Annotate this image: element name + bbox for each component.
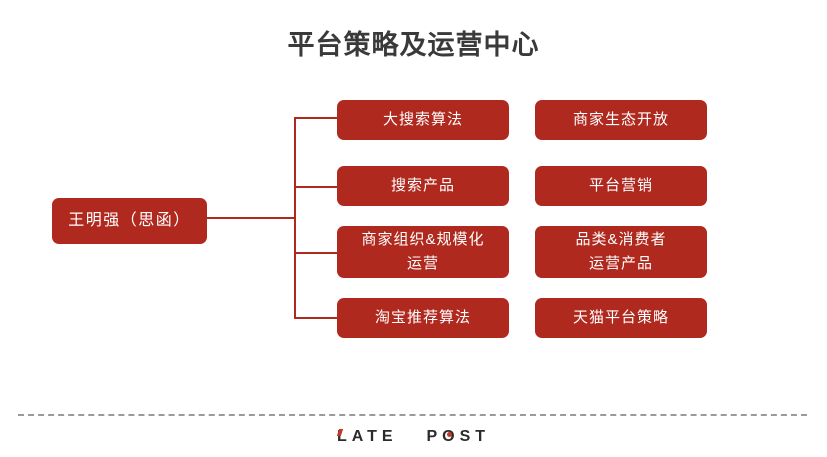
- org-node-a2-label: 搜索产品: [390, 177, 455, 194]
- footer-logo-late: LATE: [336, 428, 398, 446]
- connector-spine: [294, 117, 296, 318]
- org-node-a1-label: 大搜索算法: [382, 111, 463, 128]
- footer-logo-post-text: POST: [426, 428, 491, 445]
- org-node-a4[interactable]: 淘宝推荐算法: [337, 298, 509, 338]
- org-node-b4[interactable]: 天猫平台策略: [535, 298, 707, 338]
- org-node-a2[interactable]: 搜索产品: [337, 166, 509, 206]
- org-node-a3[interactable]: 商家组织&规模化 运营: [337, 226, 509, 278]
- footer-logo-post: POST: [426, 428, 490, 446]
- org-node-a1[interactable]: 大搜索算法: [337, 100, 509, 140]
- org-node-b1[interactable]: 商家生态开放: [535, 100, 707, 140]
- connector-root-stem: [207, 217, 295, 219]
- org-node-b1-label: 商家生态开放: [572, 111, 669, 128]
- footer-divider: [18, 414, 807, 416]
- page-title: 平台策略及运营中心: [287, 30, 540, 60]
- connector-branch-2: [294, 186, 338, 188]
- connector-branch-3: [294, 252, 338, 254]
- org-node-b3[interactable]: 品类&消费者 运营产品: [535, 226, 707, 278]
- connector-branch-4: [294, 317, 338, 319]
- connector-branch-1: [294, 117, 338, 119]
- logo-accent-dot-icon: [447, 432, 453, 437]
- org-node-root-label: 王明强（思函）: [68, 212, 191, 229]
- footer-logo-late-text: LATE: [336, 428, 398, 445]
- org-node-b2[interactable]: 平台营销: [535, 166, 707, 206]
- org-node-a3-label: 商家组织&规模化 运营: [361, 231, 485, 272]
- org-node-root[interactable]: 王明强（思函）: [52, 198, 207, 244]
- org-node-b3-label: 品类&消费者 运营产品: [575, 231, 667, 272]
- org-node-b4-label: 天猫平台策略: [572, 309, 669, 326]
- org-node-b2-label: 平台营销: [588, 177, 653, 194]
- footer-logo: LATE POST: [0, 428, 827, 446]
- org-node-a4-label: 淘宝推荐算法: [374, 309, 471, 326]
